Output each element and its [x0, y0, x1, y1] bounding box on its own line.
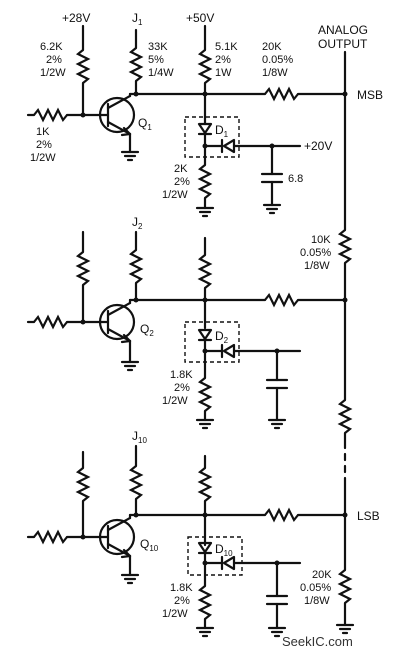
r-1k8-s2-power: 1/2W [162, 395, 188, 407]
r-2k [197, 164, 213, 199]
r-33k-value: 33K [148, 41, 168, 53]
r-33k-tol: 5% [148, 54, 164, 66]
analog-output-line1: ANALOG [318, 23, 368, 37]
rail-28v-label: +28V [62, 11, 90, 25]
r-2k-power: 1/2W [162, 189, 188, 201]
r-2k-value: 2K [174, 163, 188, 175]
q1-label: Q1 [138, 116, 152, 132]
r-20k-tol: 0.05% [262, 54, 293, 66]
stage-10: J10 Q10 [26, 429, 347, 638]
lsb-label: LSB [357, 509, 380, 523]
r-10k-tol: 0.05% [300, 247, 331, 259]
r-1k8-s2-tol: 2% [174, 382, 190, 394]
diode-d10-clamp [222, 555, 236, 571]
r-6k2-tol: 2% [46, 54, 62, 66]
r-5k1-tol: 2% [215, 54, 231, 66]
q10-label: Q10 [140, 537, 159, 553]
r-ladder-10k [337, 229, 353, 264]
d10-label: D10 [215, 542, 233, 558]
j1-label: J1 [132, 11, 143, 27]
r-1k8-s10-value: 1.8K [170, 582, 193, 594]
r-1k8-s10-tol: 2% [174, 595, 190, 607]
d10-box [187, 536, 243, 576]
r-2k-tol: 2% [174, 176, 190, 188]
r-1k8-s2-value: 1.8K [170, 369, 193, 381]
r-33k-power: 1/4W [148, 67, 174, 79]
stage-2: J2 Q2 D [26, 215, 347, 430]
r-20k-value: 20K [262, 41, 282, 53]
r-6k2-value: 6.2K [40, 41, 63, 53]
d2-label: D2 [215, 329, 229, 345]
rail-20v-label: +20V [304, 139, 332, 153]
d1-box [184, 116, 240, 158]
r-term-tol: 0.05% [300, 582, 331, 594]
q2-label: Q2 [140, 322, 154, 338]
r-20k-power: 1/8W [262, 67, 288, 79]
d2-box [184, 321, 240, 363]
top-labels: +28V +50V J1 ANALOG OUTPUT [62, 11, 368, 51]
watermark: SeekIC.com [282, 634, 353, 649]
r-1k8-s10-power: 1/2W [162, 608, 188, 620]
diode-d1 [197, 122, 213, 135]
r-6k2-power: 1/2W [40, 67, 66, 79]
analog-output-line2: OUTPUT [318, 37, 368, 51]
r-1k [33, 107, 68, 123]
r-5k1-value: 5.1K [215, 41, 238, 53]
msb-label: MSB [357, 88, 383, 102]
r-33k [128, 47, 144, 82]
output-bus: MSB LSB [335, 50, 383, 635]
r-ladder-mid [337, 399, 353, 434]
rail-50v-label: +50V [186, 11, 214, 25]
diode-d10 [197, 541, 213, 554]
diode-d2-clamp [222, 343, 236, 359]
j10-label: J10 [132, 429, 147, 445]
j2-label: J2 [132, 215, 143, 231]
diode-d1-clamp [222, 138, 236, 154]
r-5k1-power: 1W [215, 67, 232, 79]
d1-label: D1 [215, 123, 229, 139]
r-term-20k [337, 569, 353, 604]
r-1k-tol: 2% [36, 139, 52, 151]
r-20k-msb [264, 86, 299, 102]
r-10k-value: 10K [311, 234, 331, 246]
r-term-value: 20K [312, 569, 332, 581]
r-1k-value: 1K [36, 126, 50, 138]
diode-d2 [197, 328, 213, 341]
r-10k-power: 1/8W [304, 260, 330, 272]
stage-1: 6.2K 2% 1/2W 1K 2% 1/2W Q1 33K 5% 1/4W [26, 24, 347, 218]
r-term-power: 1/8W [304, 595, 330, 607]
r-1k-power: 1/2W [30, 152, 56, 164]
cap-6-8-value: 6.8 [288, 173, 303, 185]
r-5k1 [197, 49, 213, 84]
r-6k2 [75, 49, 91, 84]
